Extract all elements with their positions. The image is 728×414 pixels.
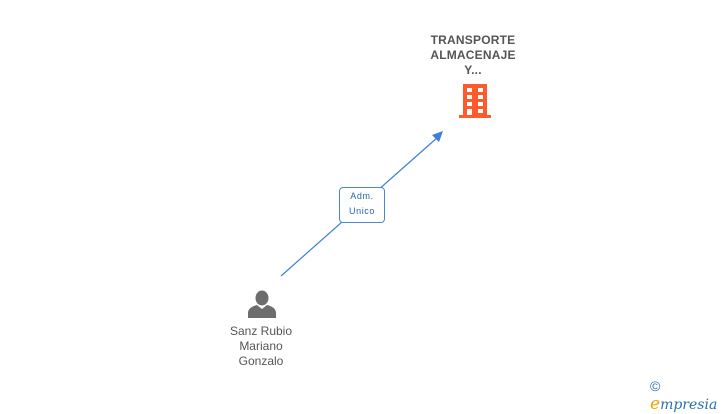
- role-label-adm-unico[interactable]: Adm. Unico: [339, 187, 385, 223]
- person-name[interactable]: Sanz Rubio Mariano Gonzalo: [211, 324, 311, 369]
- person-icon[interactable]: [248, 290, 276, 323]
- role-label-line-1: Adm.: [350, 191, 374, 201]
- role-label-line-2: Unico: [348, 206, 375, 216]
- brand-initial: e: [650, 394, 661, 414]
- person-name-line-2: Mariano: [239, 339, 283, 353]
- company-name-line-2: ALMACENAJE: [430, 48, 516, 62]
- empresia-logo: © empresia: [650, 378, 728, 414]
- copyright-icon: ©: [650, 378, 661, 394]
- building-icon[interactable]: [459, 84, 491, 123]
- brand-name: mpresia: [660, 397, 718, 413]
- company-name-line-3: Y...: [464, 63, 482, 77]
- company-name-line-1: TRANSPORTE: [430, 33, 516, 47]
- person-name-line-3: Gonzalo: [238, 354, 284, 368]
- company-name[interactable]: TRANSPORTE ALMACENAJE Y...: [413, 33, 533, 78]
- person-name-line-1: Sanz Rubio: [229, 324, 293, 338]
